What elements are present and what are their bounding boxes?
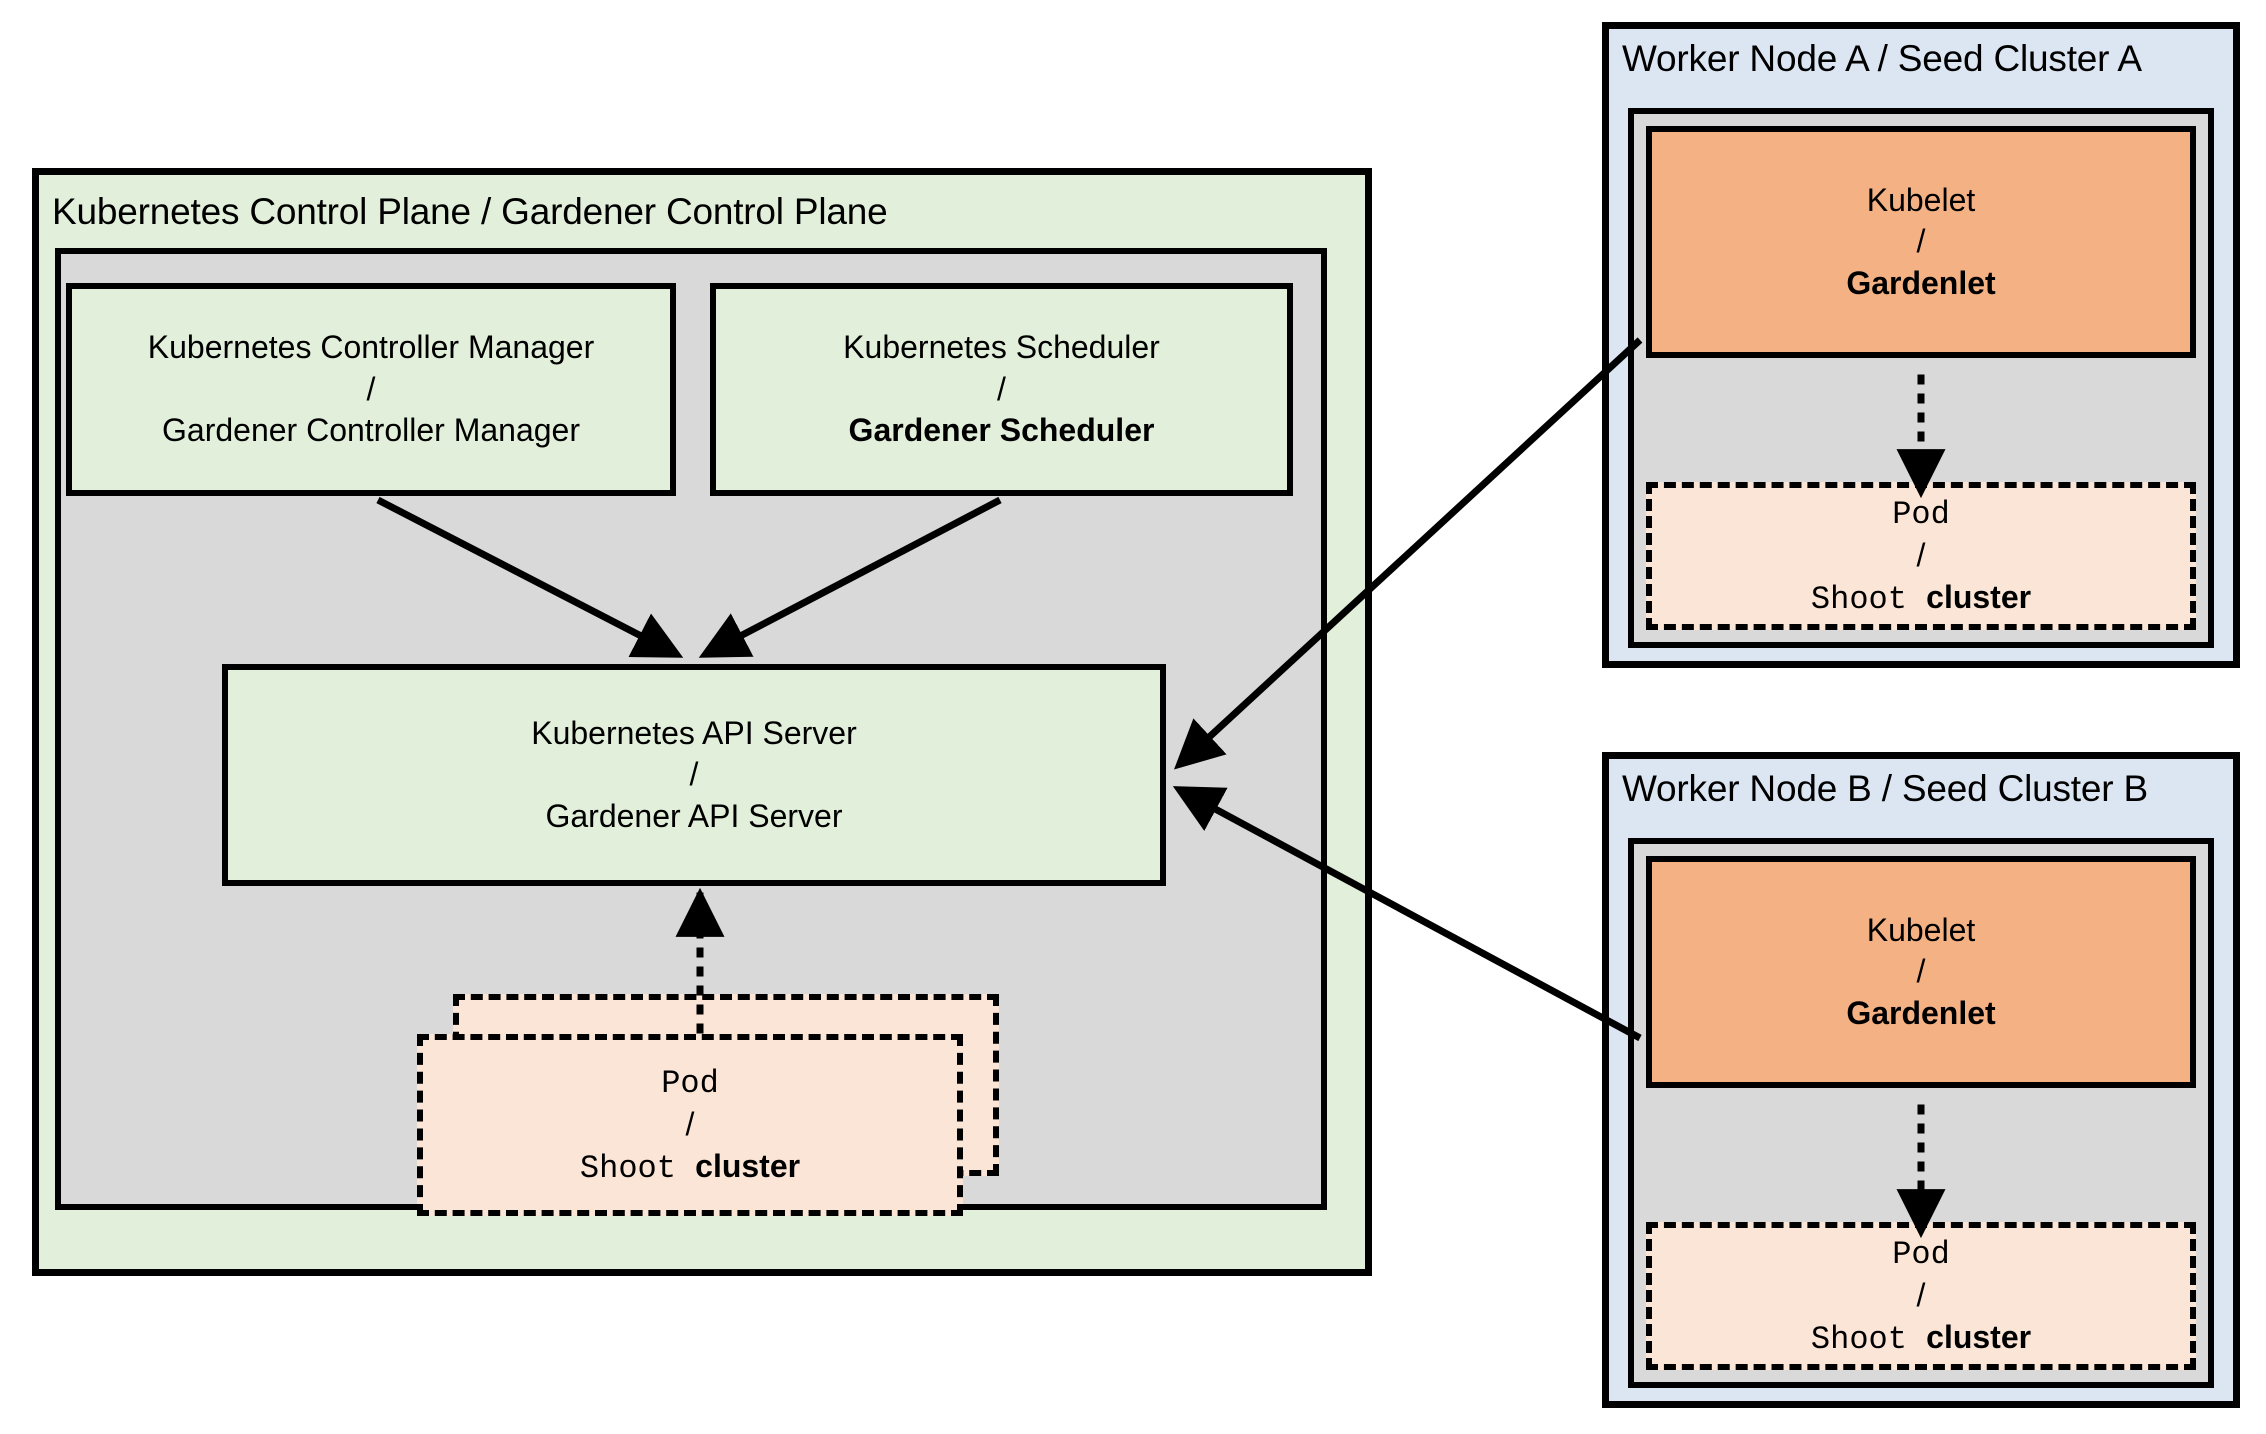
pod-b-separator: / — [1916, 1277, 1926, 1314]
pod-shoot-cluster-a-node: Pod / Shoot cluster — [1646, 482, 2196, 630]
pod-a-label: Pod / Shoot cluster — [1811, 492, 2031, 621]
control-plane-pod-line2-mono: Shoot — [579, 1149, 696, 1187]
seed-cluster-a-title: Worker Node A / Seed Cluster A — [1622, 38, 2142, 79]
pod-b-line1: Pod — [1892, 1235, 1950, 1273]
kubelet-b-line1: Kubelet — [1866, 911, 1976, 948]
kubelet-a-line2: Gardenlet — [1846, 264, 1996, 301]
kubelet-gardenlet-a-node: Kubelet / Gardenlet — [1646, 126, 2196, 358]
api-server-line2: Gardener API Server — [545, 797, 843, 834]
kubelet-b-line2: Gardenlet — [1846, 994, 1996, 1031]
controller-manager-separator: / — [366, 370, 376, 407]
scheduler-label: Kubernetes Scheduler / Gardener Schedule… — [843, 327, 1160, 452]
kubernetes-controller-manager-node: Kubernetes Controller Manager / Gardener… — [66, 283, 676, 496]
api-server-separator: / — [689, 756, 699, 793]
controller-manager-line1: Kubernetes Controller Manager — [147, 329, 595, 366]
pod-shoot-cluster-b-node: Pod / Shoot cluster — [1646, 1222, 2196, 1370]
api-server-label: Kubernetes API Server / Gardener API Ser… — [531, 713, 857, 838]
scheduler-line1: Kubernetes Scheduler — [843, 329, 1160, 366]
kubernetes-scheduler-node: Kubernetes Scheduler / Gardener Schedule… — [710, 283, 1293, 496]
kubelet-gardenlet-b-node: Kubelet / Gardenlet — [1646, 856, 2196, 1088]
kubelet-b-label: Kubelet / Gardenlet — [1846, 910, 1995, 1035]
control-plane-pod-separator: / — [685, 1106, 695, 1143]
scheduler-line2: Gardener Scheduler — [848, 412, 1155, 449]
pod-a-separator: / — [1916, 537, 1926, 574]
scheduler-separator: / — [997, 370, 1006, 407]
control-plane-title: Kubernetes Control Plane / Gardener Cont… — [52, 191, 888, 232]
kubelet-a-label: Kubelet / Gardenlet — [1846, 180, 1995, 305]
controller-manager-label: Kubernetes Controller Manager / Gardener… — [148, 327, 594, 452]
pod-b-label: Pod / Shoot cluster — [1811, 1232, 2031, 1361]
pod-a-line2-bold: cluster — [1926, 578, 2032, 615]
kubernetes-api-server-node: Kubernetes API Server / Gardener API Ser… — [222, 664, 1166, 886]
pod-b-line2-mono: Shoot — [1810, 1320, 1927, 1358]
api-server-line1: Kubernetes API Server — [531, 714, 857, 751]
kubelet-a-line1: Kubelet — [1866, 181, 1976, 218]
control-plane-pod-node: Pod / Shoot cluster — [417, 1034, 963, 1216]
control-plane-pod-line1: Pod — [661, 1064, 719, 1102]
control-plane-pod-line2-bold: cluster — [695, 1147, 801, 1184]
pod-b-line2-bold: cluster — [1926, 1318, 2032, 1355]
pod-a-line1: Pod — [1892, 495, 1950, 533]
seed-cluster-b-title: Worker Node B / Seed Cluster B — [1622, 768, 2148, 809]
kubelet-a-separator: / — [1916, 223, 1926, 260]
control-plane-pod-label: Pod / Shoot cluster — [580, 1061, 800, 1190]
controller-manager-line2: Gardener Controller Manager — [162, 412, 580, 449]
pod-a-line2-mono: Shoot — [1810, 580, 1927, 618]
kubelet-b-separator: / — [1916, 953, 1926, 990]
